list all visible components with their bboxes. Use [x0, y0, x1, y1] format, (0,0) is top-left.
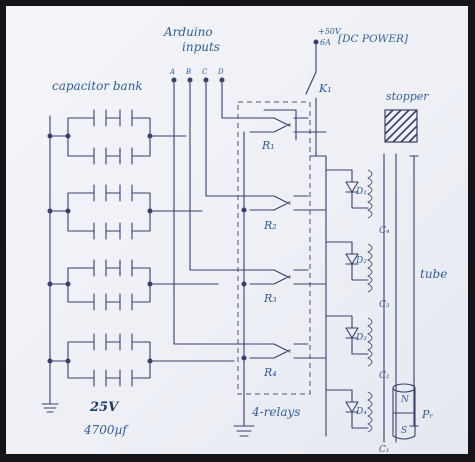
diode-label-1: D₁ [355, 187, 367, 197]
stopper-label: stopper [386, 90, 429, 103]
inputs-label: inputs [182, 40, 220, 54]
capacitance-label: 4700µf [83, 423, 129, 437]
coil-label-1: C₁ [379, 445, 390, 454]
power-switch-k1 [305, 39, 327, 437]
capacitor-bank-label: capacitor bank [52, 79, 143, 93]
relay-label-4: R₄ [263, 366, 277, 379]
input-d-label: D [217, 68, 224, 76]
diode-label-2: D₂ [355, 256, 367, 266]
paper-sheet: Arduino inputs +50V 6A [DC POWER] K₁ sto… [6, 6, 468, 455]
dc-power-label: [DC POWER] [338, 33, 409, 45]
four-relays-label: 4-relays [251, 405, 300, 419]
circuit-schematic: Arduino inputs +50V 6A [DC POWER] K₁ sto… [41, 25, 447, 455]
relay-label-2: R₂ [263, 219, 277, 232]
power-volts-label: +50V [318, 27, 342, 36]
magnet-s-label: S [401, 426, 407, 436]
ground-symbol-left [41, 115, 59, 413]
input-c-label: C [202, 68, 208, 76]
arduino-input-lines [171, 77, 251, 345]
coils [367, 169, 373, 433]
tube [383, 153, 419, 443]
diodes [307, 131, 369, 429]
input-b-label: B [185, 68, 191, 76]
tube-label: tube [420, 267, 447, 281]
stopper [384, 109, 418, 143]
relay-box [237, 101, 311, 395]
relay-label-1: R₁ [261, 139, 275, 152]
relay-label-3: R₃ [263, 292, 277, 305]
diode-label-3: D₃ [355, 333, 367, 343]
k1-label: K₁ [318, 82, 332, 95]
voltage-label: 25V [89, 400, 120, 415]
magnet-n-label: N [400, 395, 410, 405]
relays [233, 109, 309, 437]
capacitor-bank [41, 109, 235, 413]
diode-label-4: D₄ [355, 407, 367, 417]
input-a-label: A [169, 68, 175, 76]
magnet-projectile [392, 383, 416, 440]
power-amps-label: 6A [320, 38, 331, 47]
arduino-label: Arduino [163, 25, 213, 39]
projectile-label: Pᵣ [421, 408, 433, 421]
